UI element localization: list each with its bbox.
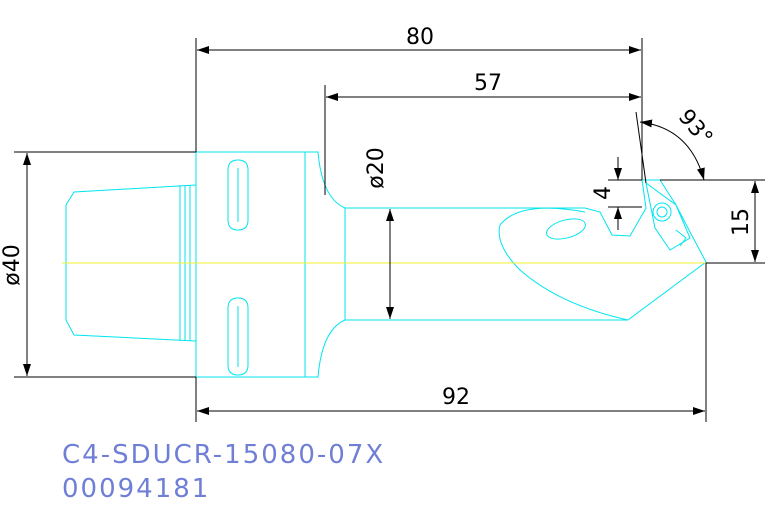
insert-screw [652, 202, 672, 222]
dim-reach-length: 92 [442, 385, 470, 410]
head-outline [584, 179, 707, 321]
dim-lead-angle: 93° [673, 105, 717, 151]
dim-height-offset: 15 [729, 208, 754, 236]
lower-slot [227, 297, 249, 376]
part-code: C4-SDUCR-15080-07X [62, 440, 386, 470]
upper-slot [227, 159, 249, 231]
dim-overall-length: 80 [406, 25, 434, 50]
neck-top [305, 151, 585, 209]
dim-neck-diameter: ø20 [364, 147, 389, 188]
part-number: 00094181 [62, 474, 211, 504]
dimension-lines [14, 38, 765, 422]
chip-pocket [498, 207, 629, 321]
dim-shank-length: 57 [474, 71, 502, 96]
dim-small-offset: 4 [591, 186, 616, 200]
neck-bottom [305, 319, 628, 378]
dim-flange-diameter: ø40 [0, 244, 25, 285]
flange-body [195, 151, 306, 378]
insert [645, 181, 691, 251]
